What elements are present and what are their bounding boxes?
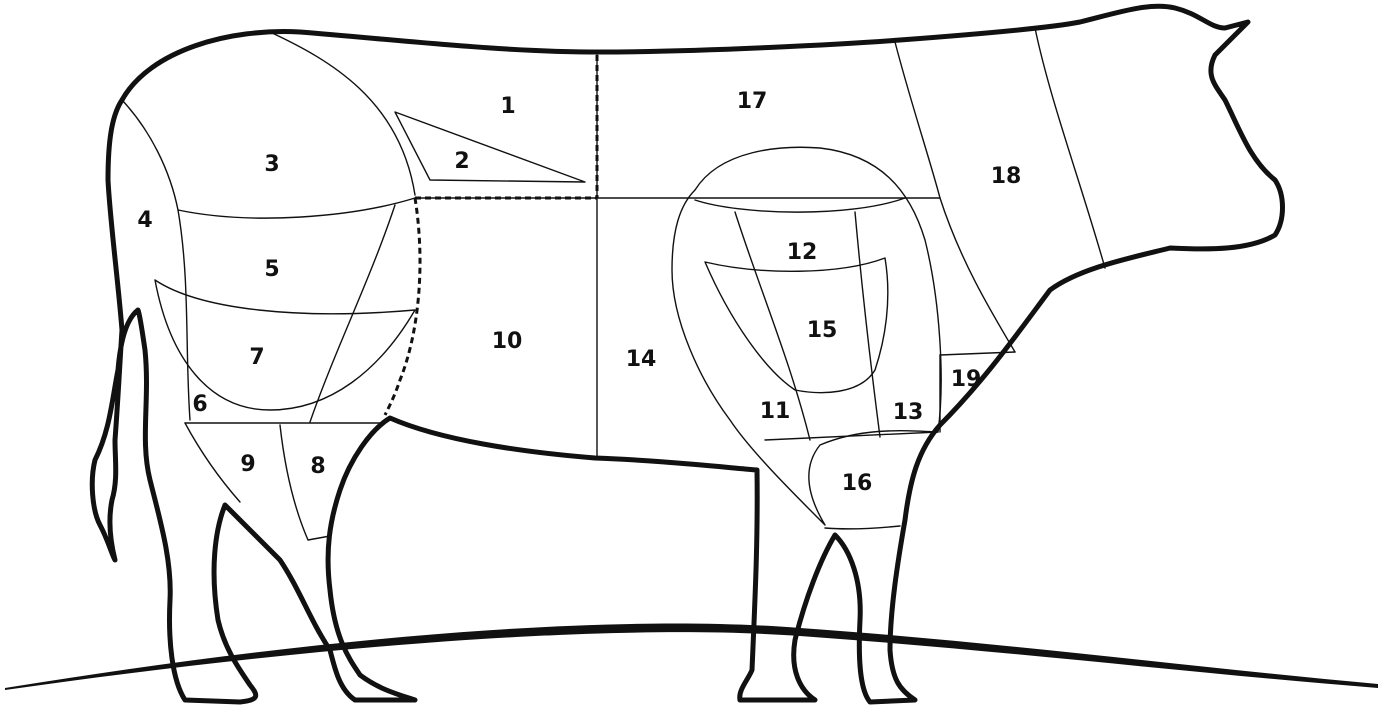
cut-label-7: 7: [249, 345, 264, 370]
cut-label-10: 10: [492, 329, 523, 354]
cut-label-12: 12: [787, 240, 818, 265]
cut-label-8: 8: [310, 454, 325, 479]
cut-label-16: 16: [842, 471, 873, 496]
cut-label-9: 9: [240, 452, 255, 477]
cut-label-4: 4: [137, 208, 152, 233]
cut-label-13: 13: [893, 400, 924, 425]
cut-label-2: 2: [454, 149, 469, 174]
cut-label-11: 11: [760, 399, 791, 424]
cut-label-19: 19: [951, 367, 982, 392]
cut-label-3: 3: [264, 152, 279, 177]
cut-label-1: 1: [500, 94, 515, 119]
cut-label-15: 15: [807, 318, 838, 343]
cut-lines: [122, 28, 1105, 540]
cut-label-14: 14: [626, 347, 657, 372]
cut-label-5: 5: [264, 257, 279, 282]
ground-line: [5, 623, 1378, 690]
cut-label-6: 6: [192, 392, 207, 417]
cut-label-18: 18: [991, 164, 1022, 189]
cow-outline: [92, 6, 1282, 702]
cut-label-17: 17: [737, 89, 768, 114]
dashed-lines: [385, 55, 597, 415]
